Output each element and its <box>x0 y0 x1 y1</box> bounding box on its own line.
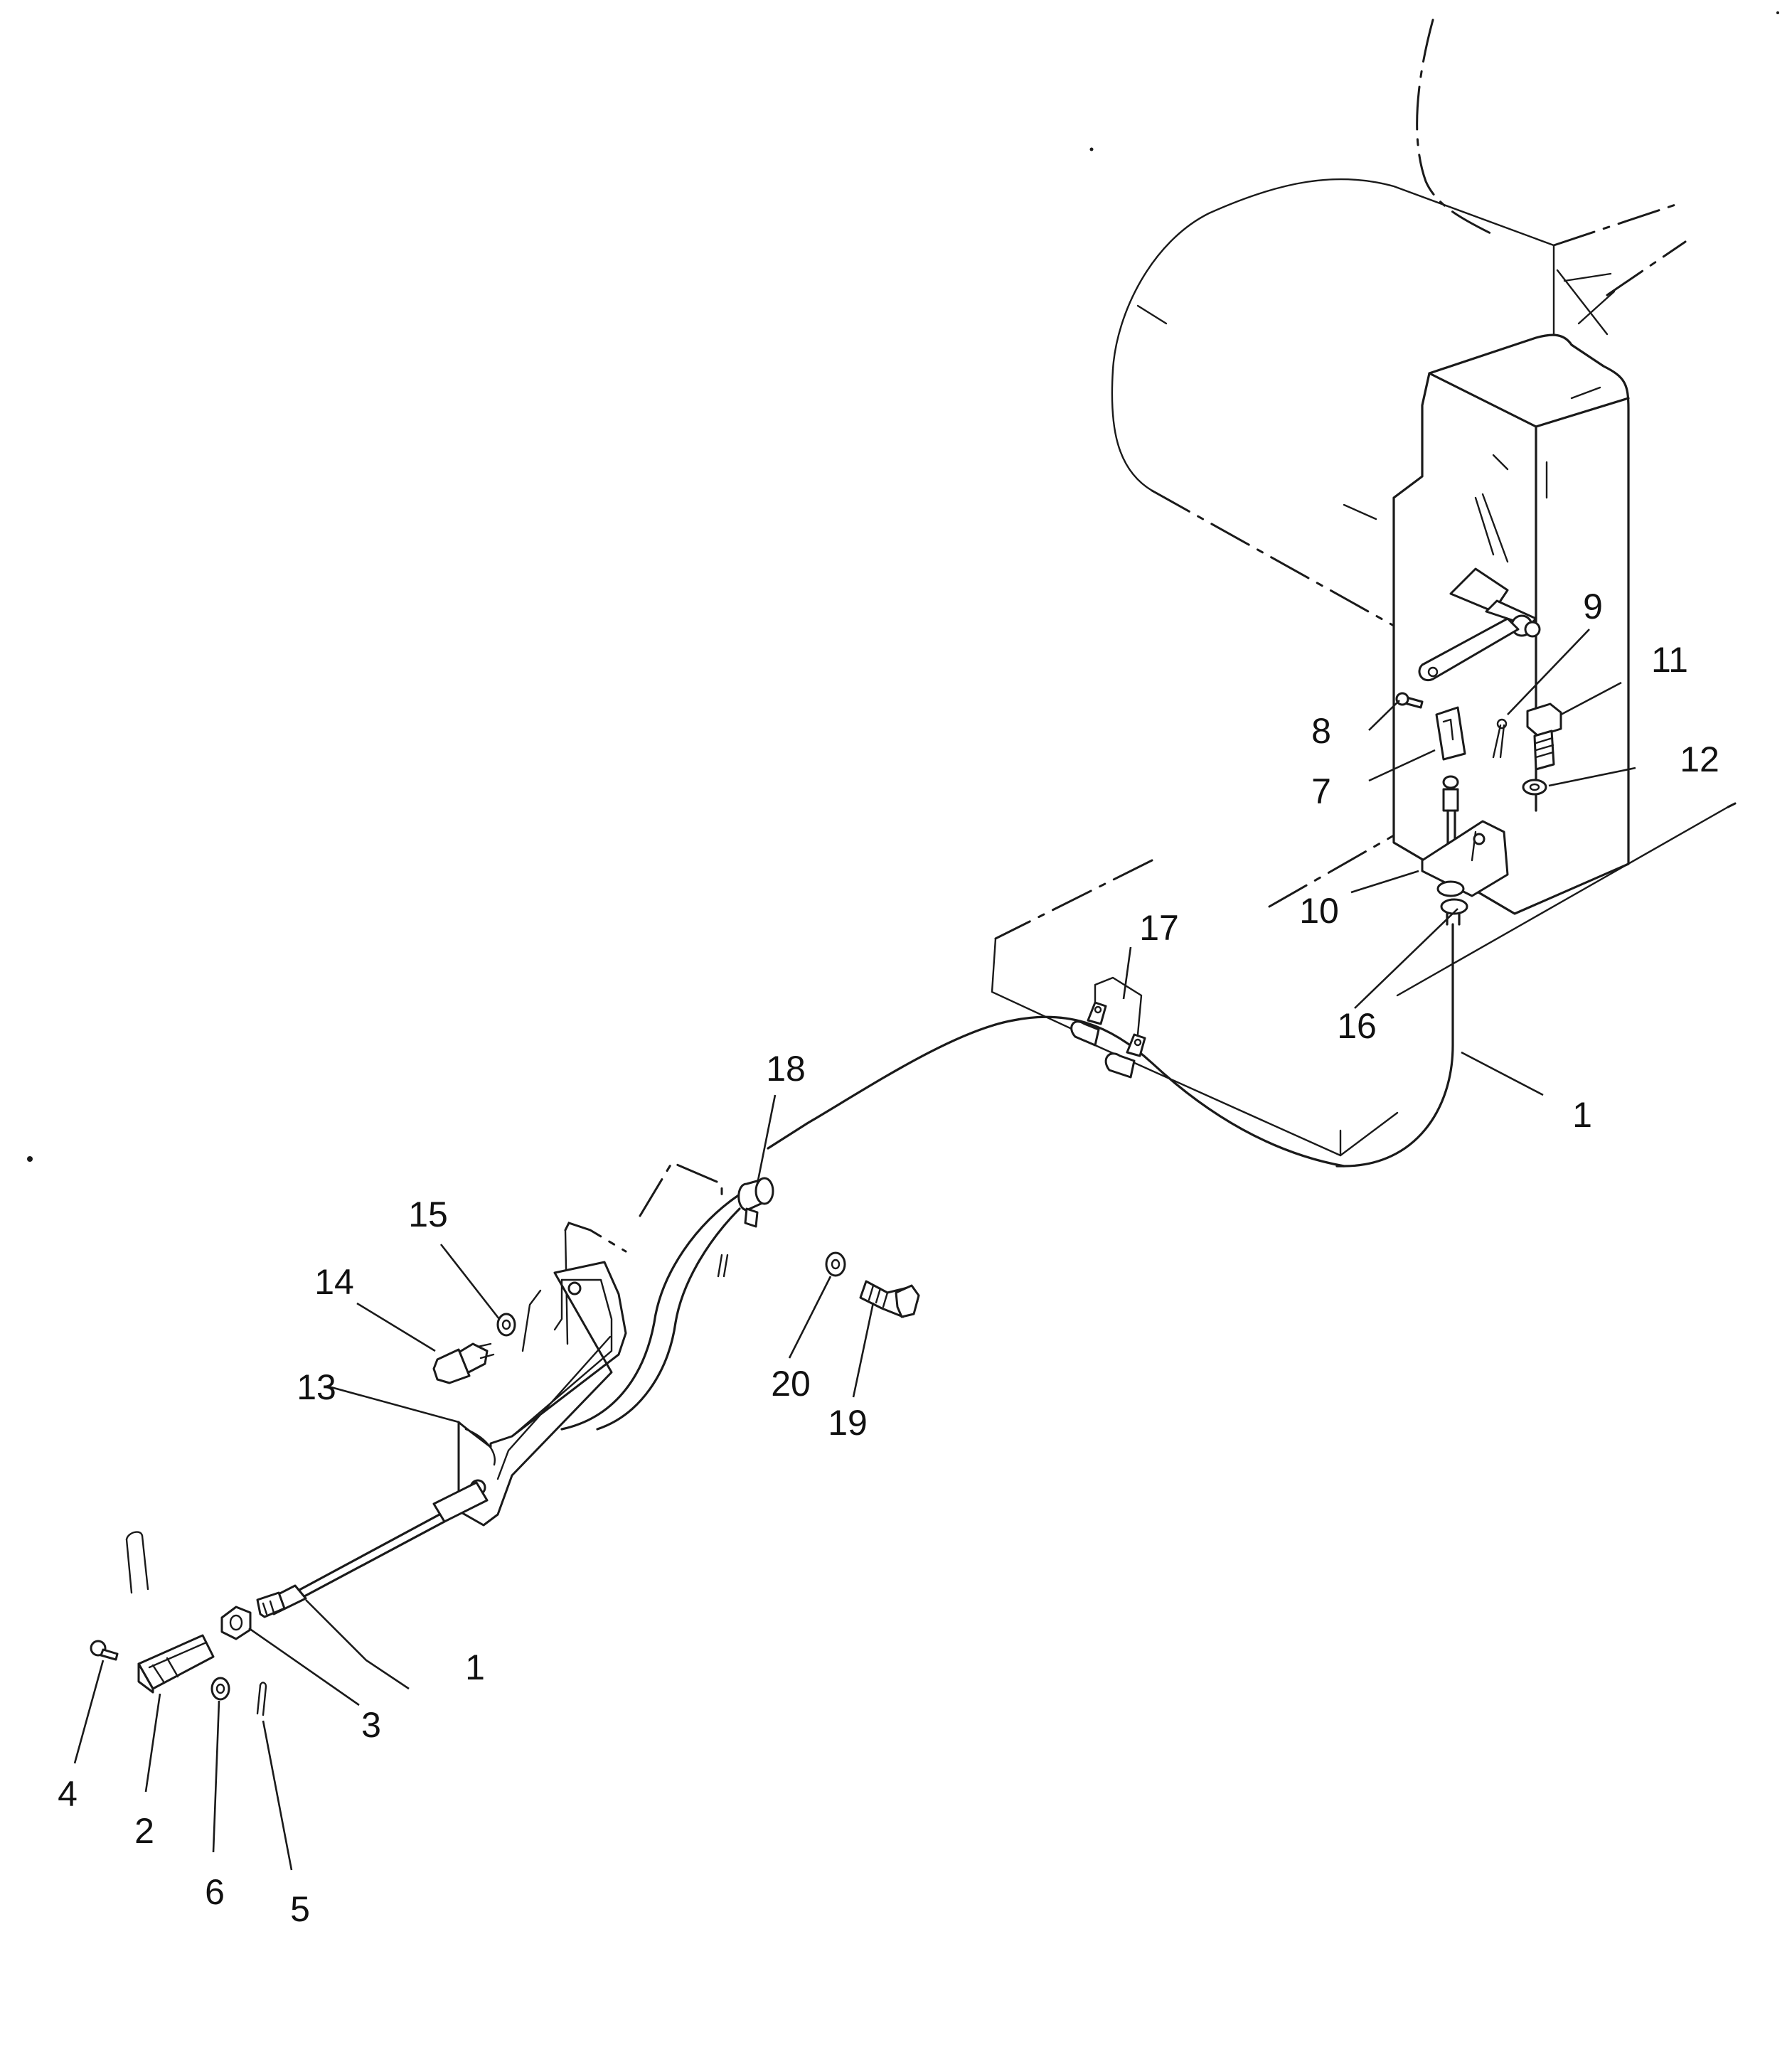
part-13-bracket <box>457 1222 627 1527</box>
part-18-clamp <box>639 1161 774 1278</box>
callout-16: 16 <box>1337 1006 1377 1046</box>
callout-20: 20 <box>771 1364 811 1404</box>
part-9-cotter <box>1492 718 1508 759</box>
part-19-bolt <box>859 1280 920 1318</box>
callout-13: 13 <box>297 1367 336 1407</box>
callout-6: 6 <box>205 1872 225 1912</box>
callout-11: 11 <box>1651 640 1688 680</box>
callout-3: 3 <box>361 1705 381 1745</box>
part-5-cotter <box>256 1682 267 1716</box>
part-20-washer <box>825 1251 846 1277</box>
part-16-nuts <box>1436 880 1468 926</box>
lower-lever-arm <box>125 1531 149 1594</box>
callout-8: 8 <box>1311 711 1331 751</box>
control-lever <box>1418 493 1541 682</box>
part-12-washer <box>1522 779 1547 796</box>
leader-lines <box>73 629 1636 1871</box>
callout-1-lower: 1 <box>465 1647 485 1687</box>
part-15-washer <box>496 1313 516 1337</box>
callout-4: 4 <box>58 1774 78 1814</box>
part-2-yoke <box>137 1634 215 1694</box>
part-11-bolt <box>1526 703 1562 771</box>
seat-outline <box>1111 18 1687 627</box>
part-8-pin <box>1395 692 1424 709</box>
callout-17: 17 <box>1139 908 1179 948</box>
part-4-pin <box>90 1640 119 1661</box>
callout-5: 5 <box>290 1889 310 1929</box>
callout-2: 2 <box>134 1811 154 1851</box>
cable-upper-end <box>1442 775 1459 848</box>
part-14-bolt <box>432 1342 495 1384</box>
part-10-bracket <box>1421 820 1509 897</box>
part-3-nut <box>220 1606 252 1640</box>
part-1-cable <box>560 923 1454 1431</box>
callout-1-upper: 1 <box>1572 1095 1592 1135</box>
callout-15: 15 <box>408 1195 448 1234</box>
callout-10: 10 <box>1299 891 1339 931</box>
part-17-clamps <box>1070 976 1146 1079</box>
callout-9: 9 <box>1583 587 1603 626</box>
callout-labels: 1 1 2 3 4 5 6 7 8 9 10 11 12 13 14 15 16… <box>58 587 1719 1929</box>
cable-lower-end <box>256 1481 489 1618</box>
part-6-washer <box>210 1677 230 1701</box>
callout-14: 14 <box>314 1262 354 1302</box>
callout-7: 7 <box>1311 771 1331 811</box>
floor-outline <box>991 802 1737 1157</box>
paper-specks <box>27 11 1779 1162</box>
part-7-clevis <box>1435 706 1466 761</box>
callout-18: 18 <box>766 1049 806 1089</box>
callout-12: 12 <box>1680 739 1719 779</box>
callout-19: 19 <box>828 1403 868 1443</box>
